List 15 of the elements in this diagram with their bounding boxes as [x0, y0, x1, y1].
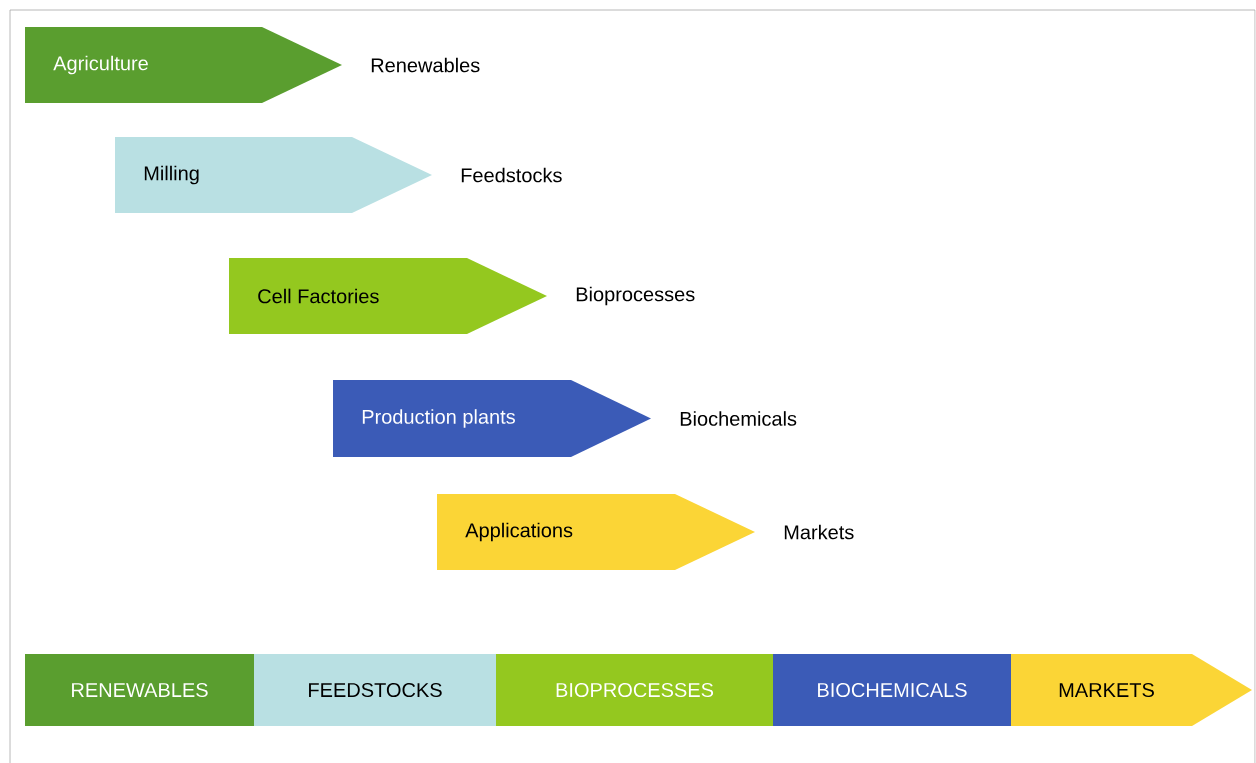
band-segment: BIOPROCESSES — [496, 654, 773, 726]
band-segment: RENEWABLES — [25, 654, 254, 726]
stage-label: Bioprocesses — [576, 286, 695, 306]
band-segment: FEEDSTOCKS — [254, 654, 496, 726]
stage-label: Renewables — [371, 57, 480, 73]
stage-banner: Production plants — [333, 380, 651, 457]
stage-label: Feedstocks — [461, 167, 562, 183]
stage-banner: Agriculture — [25, 27, 342, 103]
stage-banner: Applications — [437, 494, 755, 570]
stage-label: Biochemicals — [680, 411, 797, 426]
stage-label: Markets — [784, 524, 854, 540]
band-segment: BIOCHEMICALS — [773, 654, 1011, 726]
stage-banner: Cell Factories — [229, 258, 547, 334]
band-segment: MARKETS — [1011, 654, 1252, 726]
stage-banner: Milling — [115, 137, 432, 213]
